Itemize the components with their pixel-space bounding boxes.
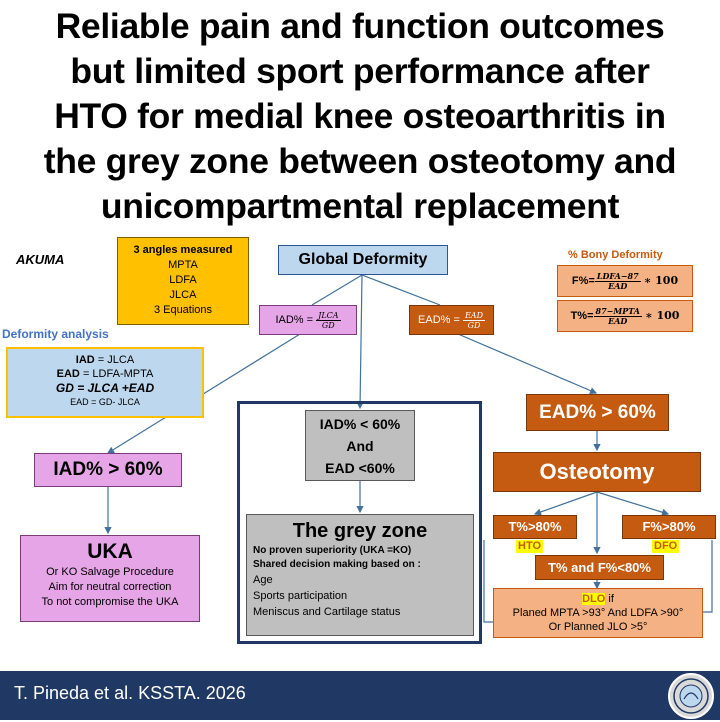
connector-gd-ead bbox=[361, 274, 441, 306]
t-gt-80-box: T%>80% bbox=[493, 515, 577, 539]
logo-graphic bbox=[673, 678, 709, 714]
grey-zone-frame bbox=[237, 401, 482, 644]
connector-gd-iad bbox=[311, 274, 363, 306]
uka-line: Or KO Salvage Procedure bbox=[46, 566, 174, 578]
deformity-analysis-label: Deformity analysis bbox=[2, 327, 109, 341]
grey-criteria-line: And bbox=[346, 438, 374, 454]
gd-equation: GD = JLCA +EAD bbox=[55, 381, 155, 395]
connector-iad-iadgt bbox=[106, 333, 301, 454]
hto-label: HTO bbox=[516, 540, 544, 553]
ead-key: EAD bbox=[56, 368, 80, 380]
angles-box: 3 angles measured MPTA LDFA JLCA 3 Equat… bbox=[117, 237, 249, 325]
dlo-line: Or Planned JLO >5° bbox=[548, 621, 648, 633]
connector-f-dlo bbox=[703, 540, 713, 613]
bony-deformity-label: % Bony Deformity bbox=[568, 249, 663, 261]
grey-zone-box: The grey zone No proven superiority (UKA… bbox=[246, 514, 474, 636]
grey-criteria-line: IAD% < 60% bbox=[319, 416, 401, 432]
akuma-label: AKUMA bbox=[16, 252, 65, 267]
grey-zone-bold-line: No proven superiority (UKA =KO) bbox=[253, 545, 412, 556]
iad-formula-prefix: IAD% = bbox=[275, 314, 317, 326]
angles-item: JLCA bbox=[169, 289, 197, 301]
dlo-box: DLO if Planed MPTA >93° And LDFA >90° Or… bbox=[493, 588, 703, 638]
connector-t-dlo bbox=[483, 540, 494, 623]
osteotomy-box: Osteotomy bbox=[493, 452, 701, 492]
uka-line: Aim for neutral correction bbox=[48, 581, 172, 593]
title-line: Reliable pain and function outcomes bbox=[55, 6, 665, 46]
uka-line: To not compromise the UKA bbox=[41, 596, 179, 608]
f-gt-80-box: F%>80% bbox=[622, 515, 716, 539]
angles-item: MPTA bbox=[168, 259, 198, 271]
connector-ead-eadgt bbox=[457, 333, 598, 394]
dlo-header: DLO if bbox=[494, 592, 702, 606]
f-formula-suffix: ∗ 100 bbox=[643, 274, 679, 287]
ead-gt-60-box: EAD% > 60% bbox=[526, 394, 669, 431]
angles-item: LDFA bbox=[169, 274, 197, 286]
footer-citation: T. Pineda et al. KSSTA. 2026 bbox=[14, 683, 246, 703]
ead-formula-prefix: EAD% = bbox=[418, 314, 463, 326]
t-formula-numerator: 87−MPTA bbox=[593, 305, 642, 317]
grey-zone-title: The grey zone bbox=[292, 520, 428, 542]
grey-zone-line: Age bbox=[253, 574, 273, 586]
page-title: Reliable pain and function outcomes but … bbox=[0, 4, 720, 229]
ead-formula-denominator: GD bbox=[467, 320, 481, 330]
f-formula-denominator: EAD bbox=[608, 280, 628, 291]
connector-gd-grey bbox=[356, 274, 364, 410]
ead-equation: EAD = GD- JLCA bbox=[70, 397, 140, 407]
f-formula-prefix: F%= bbox=[571, 275, 595, 287]
grey-criteria-box: IAD% < 60% And EAD <60% bbox=[305, 410, 415, 481]
iad-gt-60-box: IAD% > 60% bbox=[34, 453, 182, 487]
connector-osteo-t bbox=[533, 491, 598, 516]
title-line: unicompartmental replacement bbox=[100, 186, 620, 226]
grey-zone-bold-line: Shared decision making based on : bbox=[253, 559, 421, 570]
iad-formula-numerator: JLCA bbox=[316, 310, 341, 321]
t-formula-suffix: ∗ 100 bbox=[645, 309, 680, 322]
dlo-if: if bbox=[605, 593, 614, 605]
iad-definition: IAD = JLCA bbox=[8, 353, 202, 367]
footer-bar bbox=[0, 671, 720, 720]
uka-title: UKA bbox=[87, 540, 133, 563]
iad-key: IAD bbox=[75, 354, 95, 366]
iad-value: = JLCA bbox=[94, 354, 135, 366]
dlo-title: DLO bbox=[582, 593, 606, 605]
f-formula-numerator: LDFA−87 bbox=[594, 270, 641, 282]
tf-lt-80-box: T% and F%<80% bbox=[535, 555, 664, 580]
dlo-line: Planed MPTA >93° And LDFA >90° bbox=[512, 607, 684, 619]
dfo-label: DFO bbox=[652, 540, 680, 553]
t-formula-denominator: EAD bbox=[608, 315, 628, 326]
ead-formula-numerator: EAD bbox=[462, 310, 485, 321]
angles-item: 3 Equations bbox=[153, 304, 213, 316]
ead-definition: EAD = LDFA-MPTA bbox=[8, 367, 202, 381]
ksssta-logo-icon bbox=[668, 673, 714, 719]
ead-value: = LDFA-MPTA bbox=[79, 368, 154, 380]
title-line: HTO for medial knee osteoarthritis in bbox=[54, 96, 666, 136]
grey-zone-line: Meniscus and Cartilage status bbox=[253, 606, 401, 618]
title-line: but limited sport performance after bbox=[70, 51, 650, 91]
grey-zone-line: Sports participation bbox=[253, 590, 348, 602]
connector-osteo-f bbox=[596, 491, 670, 516]
iad-formula-denominator: GD bbox=[321, 320, 335, 330]
title-line: the grey zone between osteotomy and bbox=[43, 141, 677, 181]
t-formula-prefix: T%= bbox=[570, 310, 594, 322]
uka-box: UKA Or KO Salvage Procedure Aim for neut… bbox=[20, 535, 200, 622]
grey-criteria-line: EAD <60% bbox=[325, 460, 395, 476]
global-deformity-box: Global Deformity bbox=[278, 245, 448, 275]
deformity-analysis-box: IAD = JLCA EAD = LDFA-MPTA GD = JLCA +EA… bbox=[6, 347, 204, 418]
angles-box-title: 3 angles measured bbox=[133, 244, 233, 256]
